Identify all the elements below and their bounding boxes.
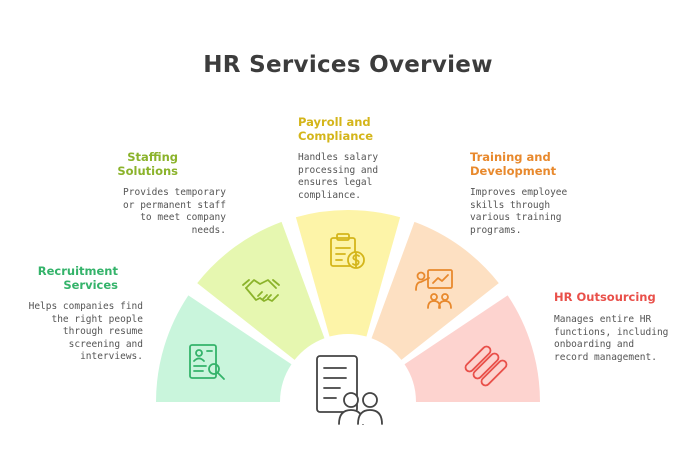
desc-recruitment-line: the right people xyxy=(51,313,143,325)
label-payroll-line-1: Payroll and xyxy=(298,115,371,129)
desc-recruitment-line: Helps companies find xyxy=(28,301,143,312)
segment-outsourcing xyxy=(404,295,540,402)
desc-payroll-line: ensures legal xyxy=(298,177,373,188)
desc-recruitment-line: through resume xyxy=(62,326,143,337)
desc-training: Improves employee skills through various… xyxy=(470,187,567,237)
desc-outsourcing-line: record management. xyxy=(554,351,657,363)
desc-outsourcing-line: Manages entire HR xyxy=(554,314,652,325)
desc-outsourcing-line: onboarding and xyxy=(554,339,635,350)
label-payroll: Payroll and Compliance xyxy=(298,115,373,143)
document-people-icon xyxy=(316,355,383,425)
desc-recruitment-line: screening and xyxy=(68,338,143,350)
stacked-bars-icon xyxy=(464,345,508,387)
desc-staffing-line: to meet company xyxy=(140,212,226,223)
desc-recruitment-line: interviews. xyxy=(80,351,143,362)
label-staffing: Staffing Solutions xyxy=(117,150,178,178)
handshake-icon xyxy=(242,279,280,302)
desc-staffing-line: Provides temporary xyxy=(123,187,226,198)
desc-payroll: Handles salary processing and ensures le… xyxy=(298,152,378,202)
label-outsourcing: HR Outsourcing xyxy=(554,290,656,304)
label-training: Training and Development xyxy=(470,150,556,178)
label-payroll-line-2: Compliance xyxy=(298,129,374,143)
desc-staffing: Provides temporary or permanent staff to… xyxy=(123,187,226,237)
label-recruitment-line-2: Services xyxy=(63,278,118,292)
segment-payroll xyxy=(295,210,401,337)
desc-recruitment: Helps companies find the right people th… xyxy=(29,301,143,364)
presentation-icon xyxy=(415,269,453,309)
desc-payroll-line: processing and xyxy=(298,164,379,176)
page-title: HR Services Overview xyxy=(203,52,493,78)
desc-staffing-line: or permanent staff xyxy=(123,199,226,211)
desc-outsourcing-line: functions, including xyxy=(554,326,669,338)
desc-payroll-line: compliance. xyxy=(298,189,361,201)
label-staffing-line-1: Staffing xyxy=(127,150,178,164)
label-training-line-2: Development xyxy=(470,164,557,178)
clipboard-dollar-icon xyxy=(330,233,365,269)
label-outsourcing-line-1: HR Outsourcing xyxy=(554,290,656,304)
label-recruitment-line-1: Recruitment xyxy=(37,264,118,278)
segment-staffing xyxy=(197,221,325,360)
desc-training-line: programs. xyxy=(470,224,522,236)
desc-training-line: Improves employee xyxy=(470,187,568,198)
segment-training xyxy=(371,221,499,360)
label-recruitment: Recruitment Services xyxy=(38,264,118,292)
resume-search-icon xyxy=(189,344,225,380)
label-training-line-1: Training and xyxy=(470,150,551,164)
desc-training-line: various training xyxy=(470,212,562,223)
desc-payroll-line: Handles salary xyxy=(298,152,379,163)
desc-outsourcing: Manages entire HR functions, including o… xyxy=(554,314,668,364)
desc-staffing-line: needs. xyxy=(191,224,226,236)
label-staffing-line-2: Solutions xyxy=(117,164,178,178)
desc-training-line: skills through xyxy=(470,199,551,211)
